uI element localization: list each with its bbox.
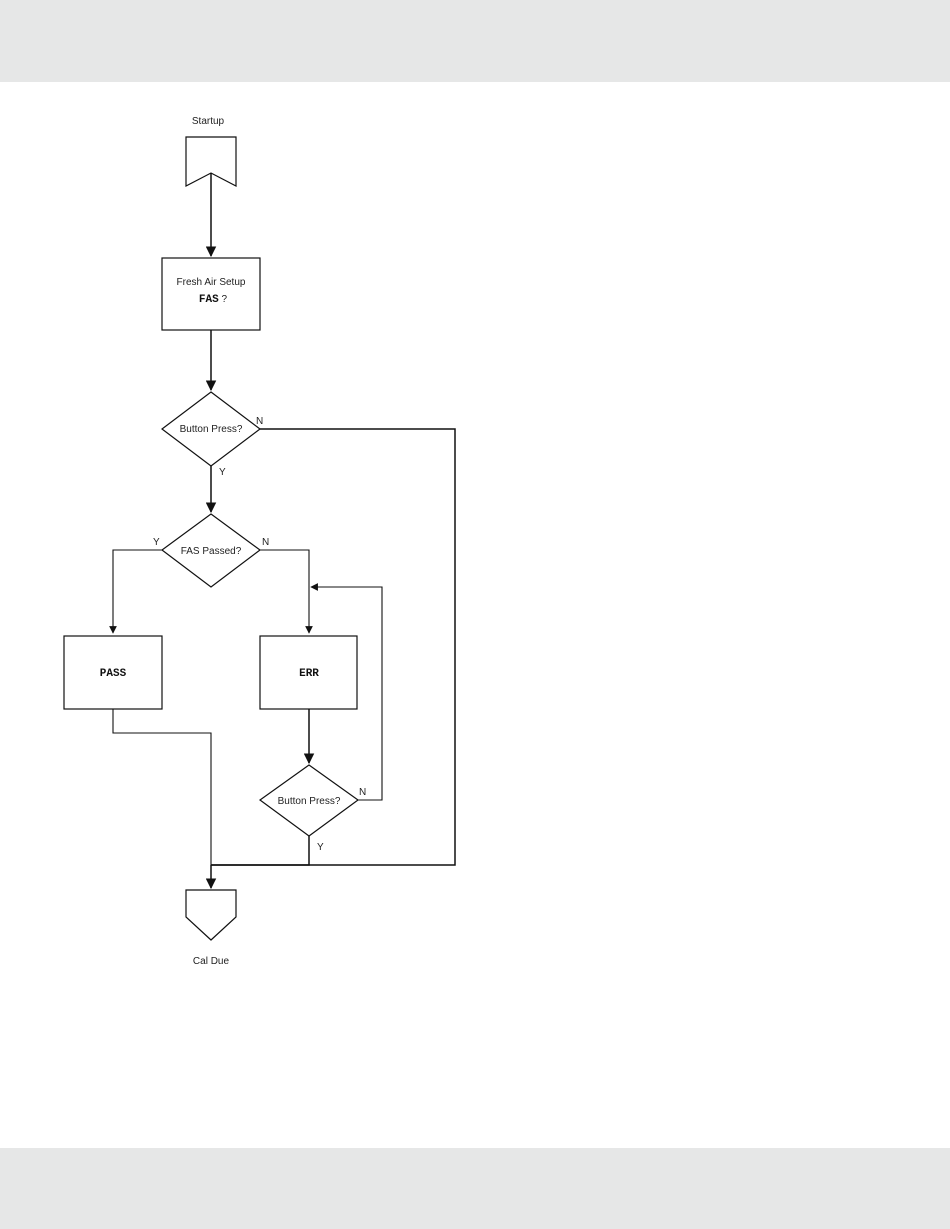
branch-label-y-1: Y bbox=[219, 467, 226, 478]
branch-label-n-3: N bbox=[359, 787, 366, 798]
decision-button-press-1-label: Button Press? bbox=[180, 424, 243, 435]
pass-box-label: PASS bbox=[100, 668, 127, 680]
branch-label-n-1: N bbox=[256, 416, 263, 427]
cal-due-terminal bbox=[186, 890, 236, 940]
startup-label: Startup bbox=[192, 116, 225, 127]
decision-button-press-2-label: Button Press? bbox=[278, 796, 341, 807]
fresh-air-setup-code-line: FAS ? bbox=[199, 294, 228, 306]
fas-code: FAS bbox=[199, 294, 219, 306]
fas-suffix: ? bbox=[219, 294, 228, 305]
connector-fas-passed-no-to-err bbox=[260, 550, 309, 633]
connector-fas-passed-yes-to-pass bbox=[113, 550, 162, 633]
cal-due-label: Cal Due bbox=[193, 956, 230, 967]
decision-fas-passed-label: FAS Passed? bbox=[181, 546, 242, 557]
branch-label-n-2: N bbox=[262, 537, 269, 548]
connector-button-press-2-yes-to-merge bbox=[211, 836, 309, 865]
fresh-air-setup-title: Fresh Air Setup bbox=[177, 277, 246, 288]
connector-pass-to-merge bbox=[113, 709, 211, 865]
branch-label-y-2: Y bbox=[153, 537, 160, 548]
branch-label-y-3: Y bbox=[317, 842, 324, 853]
err-box-label: ERR bbox=[299, 668, 319, 680]
